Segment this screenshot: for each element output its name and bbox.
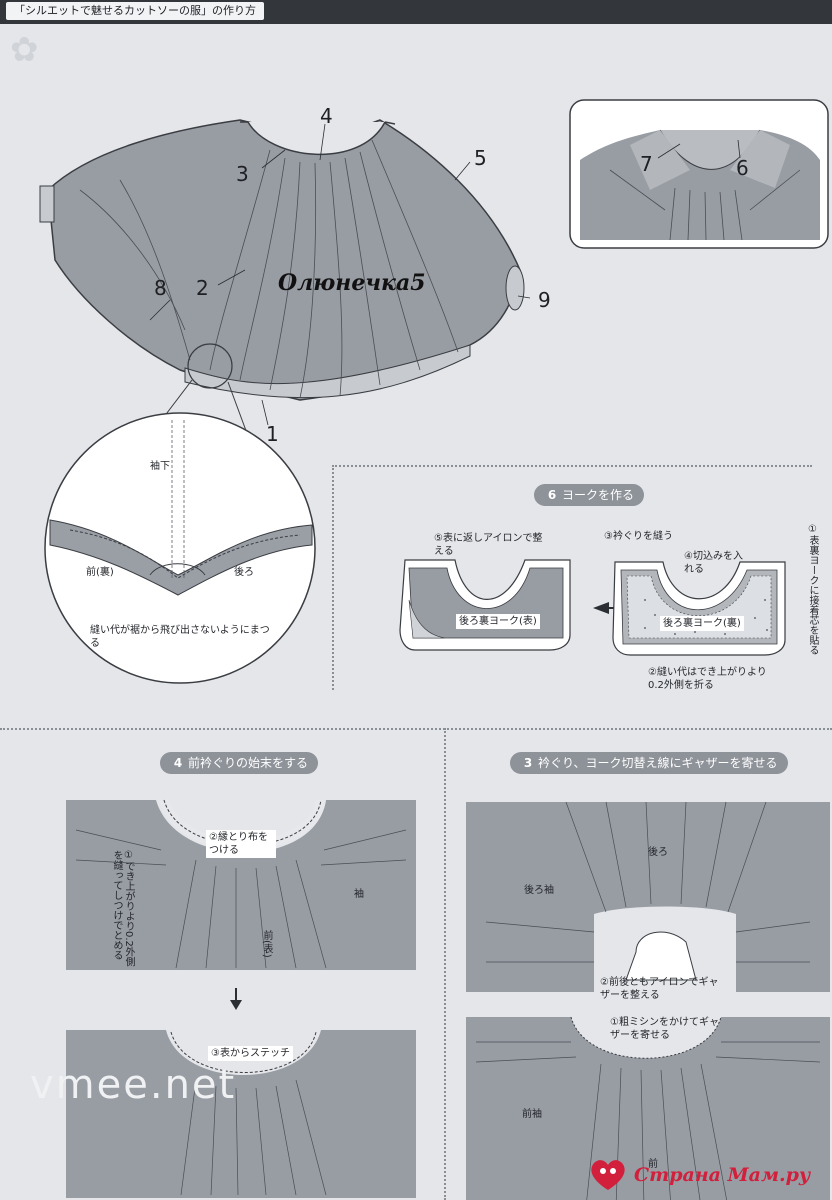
step4-left-note: ①でき上がりより0.2外側を縫ってしつけでとめる (111, 850, 134, 967)
label-3: 3 (236, 162, 249, 186)
brand-logo-icon (591, 1160, 625, 1190)
step4-sleeve: 袖 (354, 889, 364, 900)
step3-label: 衿ぐり、ヨーク切替え線にギャザーを寄せる (538, 756, 778, 770)
label-9: 9 (538, 288, 551, 312)
right-cuff (505, 265, 525, 311)
label-5: 5 (474, 146, 487, 170)
main-garment-drawing (39, 119, 531, 684)
step3-title: 3 衿ぐり、ヨーク切替え線にギャザーを寄せる (510, 752, 788, 774)
step6-fold-note: ②縫い代はでき上がりより0.2外側を折る (648, 667, 767, 691)
step6-number: 6 (547, 488, 557, 502)
separator-horizontal-mid (332, 465, 812, 467)
step3-machine-note: ①粗ミシンをかけてギャザーを寄せる (610, 1017, 719, 1041)
page-title: 「シルエットで魅せるカットソーの服」の作り方 (6, 2, 264, 20)
detail-note: 縫い代が裾から飛び出さないようにまつる (90, 625, 270, 649)
step3-drawing (466, 801, 830, 1200)
step6-clip-note: ④切込みを入れる (684, 551, 743, 575)
label-7: 7 (640, 152, 653, 176)
step4-bias-note: ②縁とり布をつける (206, 830, 276, 858)
site-watermark: vmee.net (30, 1062, 237, 1108)
garment-hem (184, 344, 471, 399)
step3-front-sleeve: 前袖 (522, 1109, 542, 1120)
left-cuff (39, 185, 55, 223)
step6-sew-note: ③衿ぐりを縫う (604, 531, 673, 542)
separator-horizontal-lower (0, 728, 832, 730)
inset-yoke-drawing (569, 99, 829, 249)
step6-right-piece: 後ろ裏ヨーク(裏) (660, 616, 744, 631)
separator-vertical-bottom (444, 728, 446, 1200)
detail-under-arm: 袖下 (150, 461, 170, 472)
step3-front: 前 (648, 1159, 658, 1170)
step6-left-piece: 後ろ裏ヨーク(表) (456, 614, 540, 629)
step4-drawing (66, 798, 416, 1198)
step6-left-note: ⑤表に返しアイロンで整える (434, 533, 543, 557)
step4-number: 4 (173, 756, 183, 770)
step4-label: 前衿ぐりの始末をする (188, 756, 309, 770)
detail-circle-large (44, 412, 316, 684)
step3-iron-note: ②前後ともアイロンでギャザーを整える (600, 977, 719, 1001)
step3-number: 3 (523, 756, 533, 770)
step6-drawing (399, 559, 786, 656)
step6-title: 6 ヨークを作る (534, 484, 645, 506)
separator-vertical-top (332, 465, 334, 690)
step4-front: 前(表) (261, 930, 272, 958)
step4-stitch-note: ③表からステッチ (208, 1046, 293, 1061)
label-2: 2 (196, 276, 209, 300)
label-6: 6 (736, 156, 749, 180)
neckline (247, 121, 386, 155)
step3-back-sleeve: 後ろ袖 (524, 885, 554, 896)
detail-front: 前(裏) (86, 567, 114, 578)
user-watermark: Олюнечка5 (278, 270, 426, 296)
label-1: 1 (266, 422, 279, 446)
detail-circle-small (187, 343, 233, 389)
step4-title: 4 前衿ぐりの始末をする (160, 752, 319, 774)
label-4: 4 (320, 104, 333, 128)
step6-label: ヨークを作る (562, 488, 635, 502)
detail-back: 後ろ (234, 567, 254, 578)
brand-watermark: Страна Мам.ру (634, 1164, 811, 1186)
label-8: 8 (154, 276, 167, 300)
step6-side-note: ①表裏ヨークに接着芯を貼る (807, 524, 818, 655)
step3-back: 後ろ (648, 847, 668, 858)
faint-logo-icon: ✿ (10, 30, 39, 70)
